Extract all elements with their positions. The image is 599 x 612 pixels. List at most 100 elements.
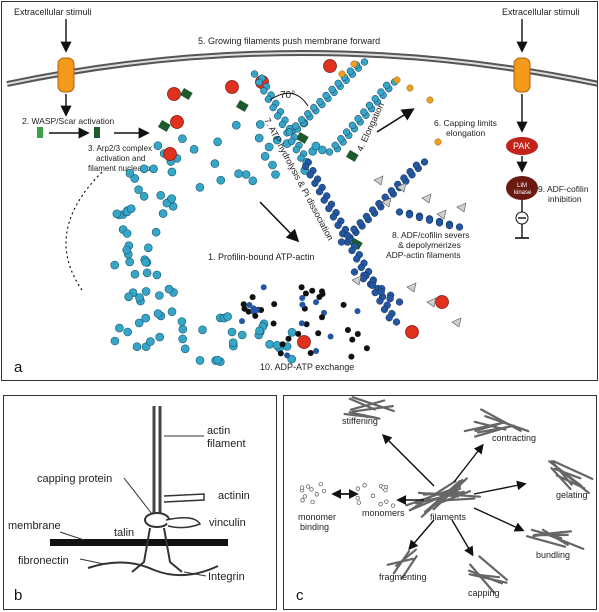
atp-actin-monomer: [141, 287, 151, 296]
actin-subunit: [316, 97, 324, 106]
actin-subunit: [304, 110, 312, 118]
panel-c-diagram: stiffening contracting gelating monomer …: [296, 396, 594, 604]
capping-protein-shape: [144, 512, 170, 528]
actin-filament-stroke: [467, 569, 503, 585]
atp-actin-monomer: [228, 338, 238, 348]
actin-subunit: [420, 158, 429, 166]
atp-actin-monomer: [287, 354, 297, 364]
monomer-circle: [355, 486, 361, 491]
actin-subunit: [425, 216, 434, 224]
atp-actin-monomer: [272, 340, 282, 350]
actin-subunit: [376, 297, 384, 305]
membrane-label: membrane: [8, 520, 61, 532]
actin-subunit: [311, 179, 319, 187]
atp-actin-monomer: [265, 339, 274, 349]
atp-actin-monomer: [149, 164, 158, 174]
atp-actin-monomer: [151, 227, 161, 237]
actin-filament-stroke: [438, 497, 476, 502]
atp-actin-monomer: [210, 159, 220, 168]
adp-actin-monomer: [354, 331, 361, 337]
actin-subunit: [269, 103, 277, 112]
arp23-mark: [346, 149, 359, 162]
actin-subunit: [435, 219, 444, 227]
adp-actin-monomer: [241, 305, 248, 312]
adp-actin-monomer: [354, 308, 361, 315]
actin-subunit: [377, 88, 385, 96]
adp-actin-monomers: [239, 284, 370, 360]
atp-actin-monomer: [125, 169, 135, 178]
adp-actin-monomer: [252, 312, 259, 319]
atp-actin-monomer: [139, 192, 149, 201]
adf-cofilin-wedge: [373, 175, 384, 186]
actin-filament-stroke: [420, 478, 464, 518]
panel-b-focal-adhesion: actin filament capping protein actinin m…: [3, 395, 277, 610]
angle-70-label: 70°: [280, 90, 295, 101]
actin-subunit: [406, 167, 414, 176]
atp-actin-monomer: [110, 260, 119, 270]
atp-actin-monomer: [272, 135, 282, 145]
bound-monomer-circle: [314, 492, 319, 497]
extracellular-stimuli-left: Extracellular stimuli: [14, 7, 92, 17]
actin-subunit: [400, 174, 408, 182]
atp-actin-monomer: [232, 120, 241, 130]
actin-subunit: [382, 81, 391, 89]
monomer-circle: [381, 485, 386, 490]
adp-actin-monomer: [277, 350, 284, 357]
actin-subunit: [348, 121, 357, 129]
actin-subunit: [392, 318, 401, 326]
atp-actin-monomer: [134, 318, 144, 328]
atp-actin-monomer: [255, 326, 264, 336]
bundling-label: bundling: [536, 550, 570, 560]
bound-monomer-circle: [305, 484, 311, 489]
actin-subunit: [278, 120, 287, 129]
atp-actin-monomer: [132, 342, 142, 352]
atp-actin-monomer: [198, 325, 207, 335]
actin-subunit: [342, 128, 351, 136]
monomer-binding-line2: binding: [300, 522, 329, 532]
atp-actin-monomer: [195, 356, 205, 365]
contracting-label: contracting: [492, 433, 536, 443]
atp-actin-monomer: [130, 269, 140, 279]
cofilin-dot: [225, 80, 239, 94]
adp-actin-monomer: [316, 294, 323, 300]
actin-subunit: [337, 135, 345, 143]
actin-subunit: [320, 196, 328, 204]
adp-actin-monomer: [348, 353, 355, 360]
panel-c-label: c: [296, 587, 304, 604]
atp-actin-monomer: [241, 170, 251, 179]
actin-subunit: [334, 221, 342, 229]
gelating-label: gelating: [556, 490, 588, 500]
monomer-circle: [384, 499, 389, 504]
adp-actin-monomer: [313, 299, 319, 306]
cofilin-dot: [163, 147, 177, 161]
actin-subunit: [325, 204, 333, 213]
actin-subunit: [395, 298, 404, 306]
actin-subunit: [250, 70, 259, 78]
adp-actin-monomer: [240, 301, 247, 308]
atp-actin-monomer: [122, 245, 131, 255]
actin-subunit: [255, 78, 263, 87]
adp-actin-monomer: [319, 288, 325, 295]
actin-subunit: [288, 137, 296, 145]
step3-line1: 3. Arp2/3 complex: [88, 144, 152, 153]
adf-cofilin-wedge: [396, 182, 407, 193]
actin-subunit: [285, 128, 294, 136]
branched-actin-filaments: [250, 58, 467, 328]
actin-subunit: [306, 171, 314, 179]
adp-actin-monomer: [246, 302, 253, 308]
adp-actin-monomer: [279, 341, 286, 348]
actin-subunit: [260, 87, 268, 95]
actin-subunit: [328, 85, 336, 94]
atp-actin-monomer: [260, 152, 270, 161]
atp-actin-monomer: [142, 268, 152, 278]
panel-b-label: b: [14, 587, 22, 604]
atp-actin-monomer: [167, 167, 177, 177]
actin-subunit: [415, 213, 424, 222]
pak-node: [506, 137, 538, 155]
actin-filament-stroke: [400, 555, 418, 580]
bound-monomer-circle: [321, 488, 327, 494]
adf-cofilin-wedge: [421, 193, 432, 204]
cofilin-dot: [435, 295, 449, 309]
adp-actin-monomer: [299, 301, 306, 308]
actin-subunit: [375, 199, 383, 208]
